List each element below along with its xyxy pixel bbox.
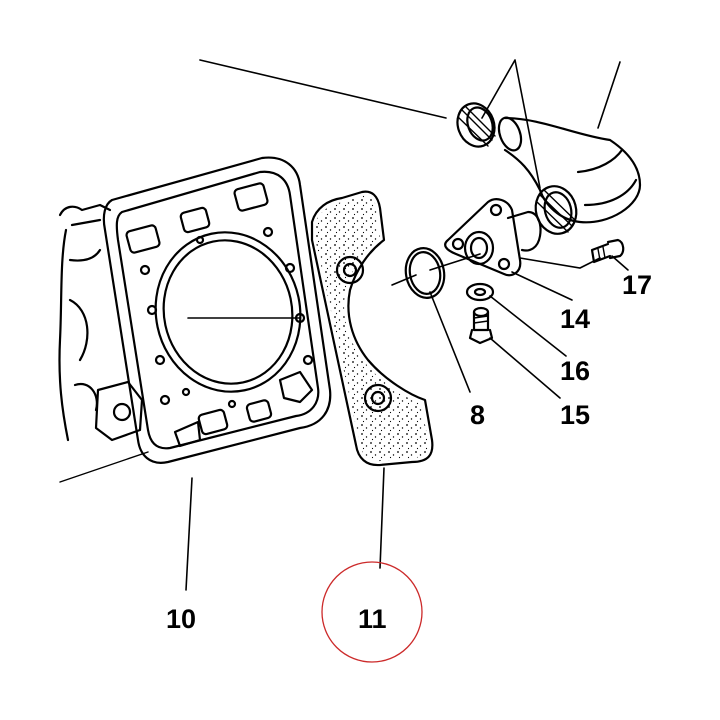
o-ring: [391, 247, 446, 299]
part-label-17: 17: [622, 270, 652, 300]
part-label-10: 10: [166, 604, 196, 634]
cylinder-block: [58, 203, 149, 483]
part-label-8: 8: [470, 400, 485, 430]
part-label-15: 15: [560, 400, 590, 430]
hose-clamp-lower: [534, 185, 578, 235]
bolt: [468, 306, 494, 345]
outlet-gasket: [310, 190, 434, 467]
part-label-14: 14: [560, 304, 590, 334]
part-label-11: 11: [358, 604, 387, 634]
coolant-hose: [497, 116, 642, 224]
washer: [465, 282, 495, 302]
head-gasket: [102, 156, 332, 464]
screw: [590, 238, 625, 264]
coolant-hose-assembly: [199, 59, 642, 235]
highlight-circle: [321, 561, 423, 663]
long-reference-line: [199, 59, 447, 119]
leader-lines: [185, 255, 629, 591]
hose-clamp-upper: [456, 102, 496, 148]
part-label-16: 16: [560, 356, 590, 386]
hose-leader-lines: [481, 59, 621, 189]
outlet-flange: [429, 198, 542, 277]
